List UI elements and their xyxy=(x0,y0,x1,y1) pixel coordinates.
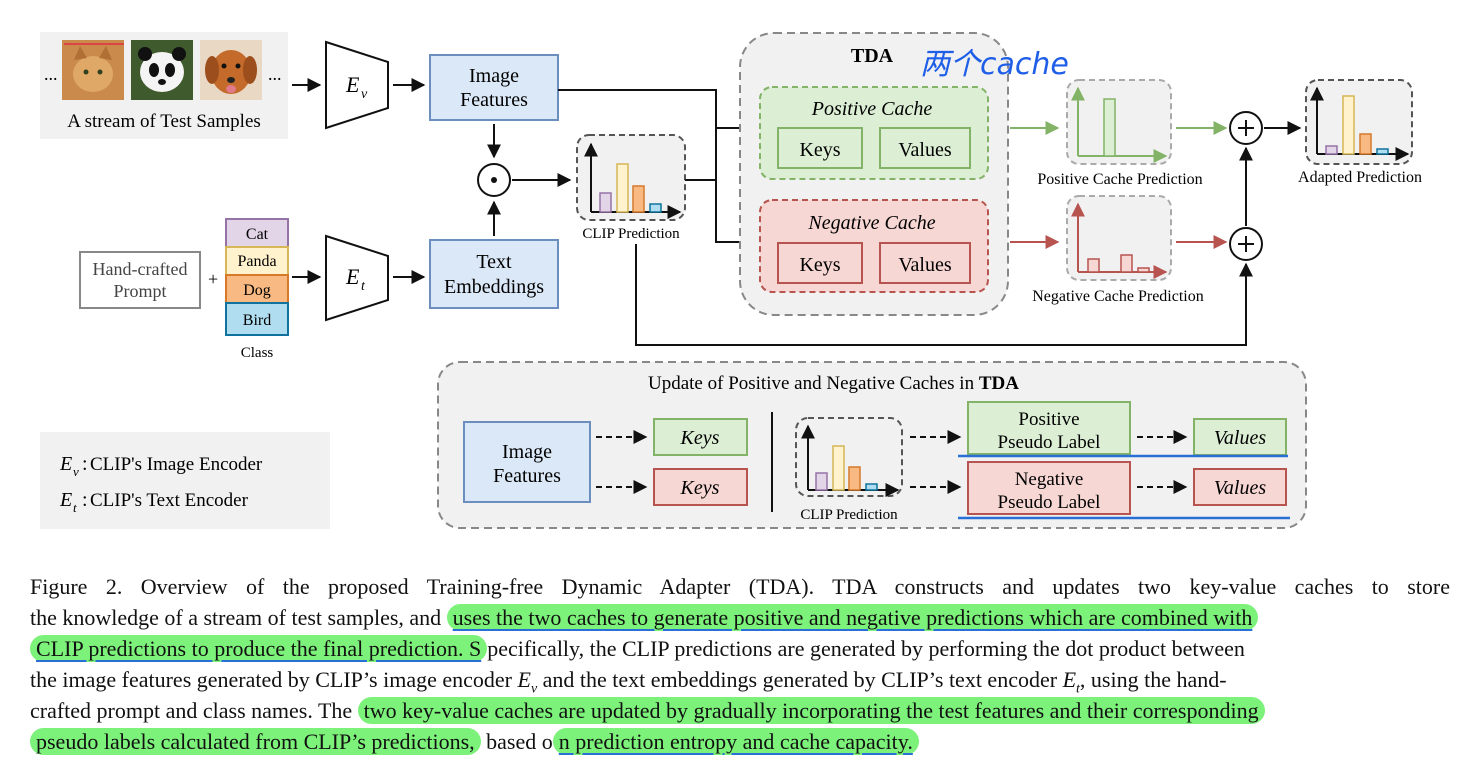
svg-text:CLIP's Image Encoder: CLIP's Image Encoder xyxy=(90,454,263,475)
svg-text:CLIP's Text Encoder: CLIP's Text Encoder xyxy=(90,490,249,511)
svg-text:v: v xyxy=(73,464,79,479)
tda-overview-figure: ... ... A stream of Test Samples xyxy=(40,32,1422,529)
svg-text:...: ... xyxy=(44,64,58,84)
svg-text:Prompt: Prompt xyxy=(113,281,166,301)
svg-text:Text: Text xyxy=(476,251,512,273)
svg-text:Update of Positive and Negativ: Update of Positive and Negative Caches i… xyxy=(648,373,1019,394)
dog-image xyxy=(200,40,262,100)
handcrafted-prompt-box: Hand-crafted Prompt xyxy=(79,251,201,309)
svg-text:Keys: Keys xyxy=(680,477,720,499)
svg-text:Keys: Keys xyxy=(799,139,840,161)
image-encoder: E v xyxy=(325,40,389,130)
svg-text:Negative: Negative xyxy=(1015,469,1084,490)
highlighted-text: pseudo labels calculated from CLIP’s pre… xyxy=(30,728,481,755)
positive-cache-title: Positive Cache xyxy=(811,98,933,120)
tda-module: TDA Positive Cache Keys Values Negative … xyxy=(739,32,1009,316)
caption-line: CLIP predictions to produce the final pr… xyxy=(30,633,1450,664)
test-sample-stream: ... ... A stream of Test Samples xyxy=(40,32,288,139)
figure-caption: Figure 2. Overview of the proposed Train… xyxy=(30,571,1450,757)
svg-text:Hand-crafted: Hand-crafted xyxy=(93,259,188,279)
svg-text:Features: Features xyxy=(460,89,528,111)
svg-text:Keys: Keys xyxy=(799,254,840,276)
svg-text:Features: Features xyxy=(493,465,561,487)
cat-image xyxy=(62,40,124,100)
svg-text:Embeddings: Embeddings xyxy=(444,276,544,298)
highlighted-text: uses the two caches to generate positive… xyxy=(446,604,1259,631)
caption-line: crafted prompt and class names. The two … xyxy=(30,695,1450,726)
svg-text::: : xyxy=(82,489,88,511)
svg-text:t: t xyxy=(361,279,366,294)
svg-text:Positive Cache Prediction: Positive Cache Prediction xyxy=(1037,171,1202,188)
svg-text:...: ... xyxy=(268,64,282,84)
svg-text:Keys: Keys xyxy=(680,427,720,449)
caption-line: the image features generated by CLIP’s i… xyxy=(30,667,1227,697)
text-embeddings-box: Text Embeddings xyxy=(429,239,559,309)
svg-text:Image: Image xyxy=(469,65,519,87)
svg-text:Values: Values xyxy=(898,139,952,161)
sum-node-top xyxy=(1229,111,1263,145)
svg-text:v: v xyxy=(361,87,368,102)
adapted-prediction-chart: Adapted Prediction xyxy=(1298,79,1422,186)
svg-text:CLIP Prediction: CLIP Prediction xyxy=(800,507,898,523)
svg-text:Bird: Bird xyxy=(243,312,271,329)
svg-text:E: E xyxy=(59,453,72,475)
svg-text:CLIP Prediction: CLIP Prediction xyxy=(582,226,680,242)
highlighted-text: two key-value caches are updated by grad… xyxy=(357,697,1265,724)
encoder-legend: E v : CLIP's Image Encoder E t : CLIP's … xyxy=(40,432,330,529)
svg-text:Pseudo Label: Pseudo Label xyxy=(998,492,1101,513)
svg-text:Adapted Prediction: Adapted Prediction xyxy=(1298,169,1422,186)
positive-cache-prediction-chart: Positive Cache Prediction xyxy=(1037,79,1203,188)
cache-update-panel: Update of Positive and Negative Caches i… xyxy=(437,361,1307,529)
svg-text:Positive: Positive xyxy=(1018,409,1079,430)
svg-text:Image: Image xyxy=(502,441,552,463)
highlighted-text: n prediction entropy and cache capacity. xyxy=(552,728,919,755)
svg-text::: : xyxy=(82,453,88,475)
stream-label: A stream of Test Samples xyxy=(67,111,261,132)
highlighted-text: CLIP predictions to produce the final pr… xyxy=(30,635,488,662)
class-list: Cat Panda Dog Bird Class xyxy=(225,218,289,361)
svg-text:TDA: TDA xyxy=(851,45,894,67)
svg-text:E: E xyxy=(345,72,360,97)
svg-text:Panda: Panda xyxy=(237,253,276,270)
caption-line: the knowledge of a stream of test sample… xyxy=(30,602,1450,633)
svg-text:E: E xyxy=(345,264,360,289)
caption-line: Figure 2. Overview of the proposed Train… xyxy=(30,574,1450,599)
image-features-box: Image Features xyxy=(429,54,559,121)
svg-text:Dog: Dog xyxy=(243,282,271,299)
negative-cache-prediction-chart: Negative Cache Prediction xyxy=(1032,195,1204,305)
dot-product-node xyxy=(477,163,511,197)
svg-text:Class: Class xyxy=(241,345,274,361)
svg-text:Values: Values xyxy=(898,254,952,276)
caption-line: pseudo labels calculated from CLIP’s pre… xyxy=(30,726,1450,757)
svg-text:Pseudo Label: Pseudo Label xyxy=(998,432,1101,453)
svg-text:Negative Cache Prediction: Negative Cache Prediction xyxy=(1032,288,1204,305)
svg-text:Values: Values xyxy=(1214,427,1266,449)
svg-text:t: t xyxy=(73,500,77,515)
text-encoder: E t xyxy=(325,234,389,322)
clip-prediction-chart: CLIP Prediction xyxy=(576,134,686,242)
sum-node-bottom xyxy=(1229,227,1263,261)
svg-text:E: E xyxy=(59,489,72,511)
svg-text:Values: Values xyxy=(1214,477,1266,499)
svg-text:Cat: Cat xyxy=(246,226,269,243)
negative-cache-title: Negative Cache xyxy=(807,212,935,234)
panda-image xyxy=(131,40,193,100)
svg-text:+: + xyxy=(208,269,218,289)
handwritten-note: 两个cache xyxy=(920,47,1069,82)
